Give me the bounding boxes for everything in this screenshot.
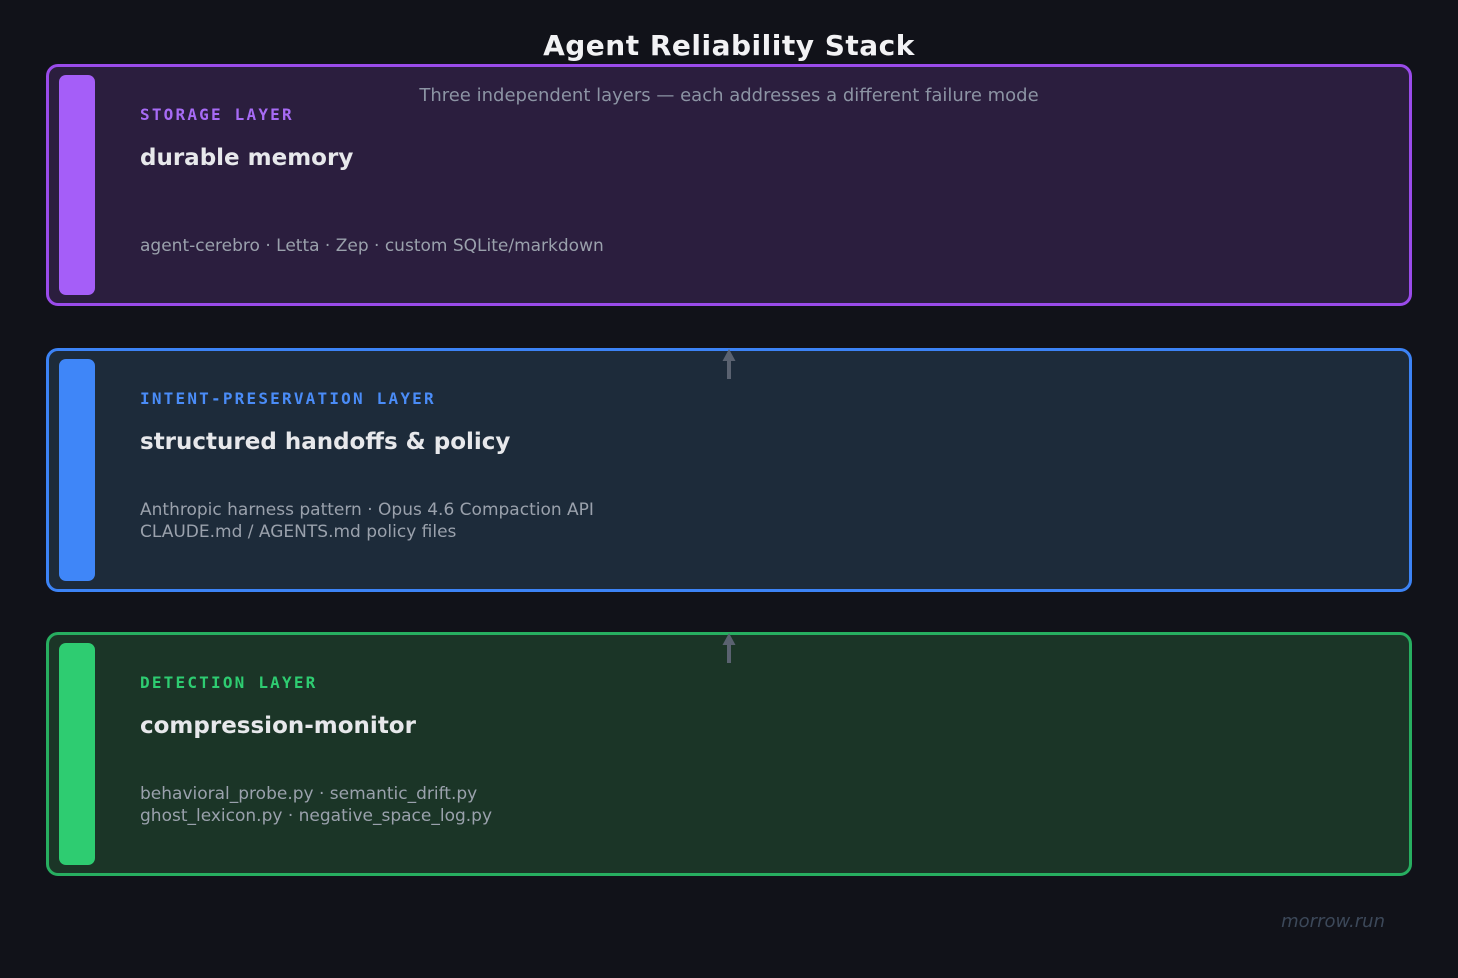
card-accent-bar bbox=[59, 359, 95, 581]
card-accent-bar bbox=[59, 643, 95, 865]
card-body-tools: behavioral_probe.py · semantic_drift.py … bbox=[140, 784, 493, 826]
card-layer-label: INTENT-PRESERVATION LAYER bbox=[140, 389, 436, 408]
card-body-tools: Anthropic harness pattern · Opus 4.6 Com… bbox=[140, 500, 594, 542]
card-intent-preservation-layer: INTENT-PRESERVATION LAYER structured han… bbox=[46, 348, 1412, 592]
card-title: compression-monitor bbox=[140, 713, 416, 739]
card-storage-layer: STORAGE LAYER durable memory agent-cereb… bbox=[46, 64, 1412, 306]
page-title: Agent Reliability Stack bbox=[543, 29, 915, 62]
up-arrow-icon bbox=[722, 349, 736, 379]
card-accent-bar bbox=[59, 75, 95, 295]
page-subtitle: Three independent layers — each addresse… bbox=[419, 85, 1039, 106]
card-title: durable memory bbox=[140, 145, 354, 171]
watermark: morrow.run bbox=[1281, 911, 1385, 932]
card-layer-label: DETECTION LAYER bbox=[140, 673, 318, 692]
card-detection-layer: DETECTION LAYER compression-monitor beha… bbox=[46, 632, 1412, 876]
card-layer-label: STORAGE LAYER bbox=[140, 105, 294, 124]
card-body-tools: agent-cerebro · Letta · Zep · custom SQL… bbox=[140, 236, 604, 256]
up-arrow-icon bbox=[722, 633, 736, 663]
card-title: structured handoffs & policy bbox=[140, 429, 511, 455]
